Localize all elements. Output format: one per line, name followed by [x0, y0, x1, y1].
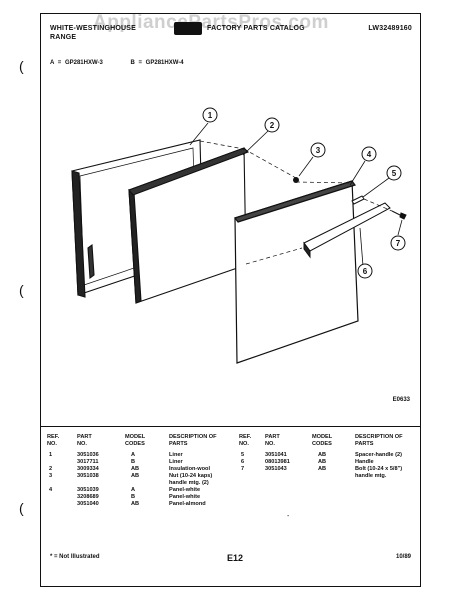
- cell-part: 3051036: [77, 452, 99, 458]
- callout-label-4: 4: [367, 150, 372, 159]
- part-2-insulation: [128, 147, 249, 304]
- cell-part: 3208689: [77, 494, 99, 500]
- cell-code: AB: [318, 452, 327, 458]
- cell-ref: 2: [49, 466, 53, 472]
- table-divider: [41, 426, 420, 427]
- cell-desc: Liner: [169, 452, 183, 458]
- callout-label-3: 3: [316, 146, 321, 155]
- cell-desc: handle mtg.: [355, 473, 387, 479]
- cell-code: B: [131, 459, 136, 465]
- brand-logo-icon: [174, 22, 202, 35]
- callout-circle-5: [386, 165, 402, 181]
- cell-desc: Bolt (10-24 x 5/8"): [355, 466, 403, 472]
- header-model: MODEL CODES: [125, 434, 146, 447]
- header-part: PART NO.: [77, 434, 92, 447]
- catalog-title: FACTORY PARTS CATALOG: [207, 25, 305, 32]
- callout-circle-2: [264, 117, 280, 133]
- cell-code: A: [131, 487, 136, 493]
- dashed-guides: [199, 140, 393, 265]
- callout-label-7: 7: [396, 239, 401, 248]
- watermark: AppliancePartsPros.com: [93, 12, 329, 33]
- cell-ref: 6: [241, 459, 245, 465]
- cell-code: AB: [318, 466, 327, 472]
- footer-date: 10/89: [395, 554, 411, 560]
- callout-label-6: 6: [363, 267, 368, 276]
- model-legend: A = GP281HXW-3 B = GP281HXW-4: [50, 60, 208, 66]
- exploded-door-diagram: 1 2 3 4 5 6 7: [71, 107, 407, 364]
- callout-circle-3: [310, 142, 326, 158]
- model-b: B = GP281HXW-4: [130, 60, 184, 66]
- part-6-handle: [303, 202, 391, 259]
- header-part: PART NO.: [265, 434, 280, 447]
- header-desc: DESCRIPTION OF PARTS: [355, 434, 403, 447]
- callout-layer: 1 2 3 4 5 6 7: [202, 107, 406, 279]
- callout-circle-7: [390, 235, 406, 251]
- callout-label-5: 5: [392, 169, 397, 178]
- part-3-nut: [293, 177, 299, 183]
- cell-ref: 7: [241, 466, 245, 472]
- callout-label-1: 1: [208, 111, 213, 120]
- cell-desc: Spacer-handle (2): [355, 452, 402, 458]
- cell-desc: Insulation-wool: [169, 466, 211, 472]
- cell-part: 3051043: [265, 466, 287, 472]
- cell-part: 3051038: [77, 473, 99, 479]
- cell-desc: Handle: [355, 459, 374, 465]
- table-tick-mark: -: [287, 513, 290, 520]
- header-desc: DESCRIPTION OF PARTS: [169, 434, 217, 447]
- callout-label-2: 2: [270, 121, 275, 130]
- binder-hole-middle: (: [19, 282, 24, 298]
- cell-code: A: [131, 452, 136, 458]
- header-model: MODEL CODES: [312, 434, 333, 447]
- cell-ref: 5: [241, 452, 245, 458]
- cell-part: 3009334: [77, 466, 99, 472]
- footer-note: * = Not Illustrated: [50, 554, 100, 560]
- callout-circle-6: [357, 263, 373, 279]
- cell-desc: Nut (10-24 kaps): [169, 473, 213, 479]
- cell-desc: Panel-almond: [169, 501, 206, 507]
- cell-ref: 4: [49, 487, 53, 493]
- figure-code: E0633: [392, 397, 410, 403]
- callout-circle-1: [202, 107, 218, 123]
- catalog-code: LW32489160: [368, 25, 412, 32]
- header-ref: REF. NO.: [239, 434, 252, 447]
- parts-sheet: AppliancePartsPros.com WHITE-WESTINGHOUS…: [40, 12, 421, 587]
- cell-part: 3051041: [265, 452, 287, 458]
- cell-code: B: [131, 494, 136, 500]
- part-5-spacer: [351, 195, 365, 205]
- cell-desc: Panel-white: [169, 487, 201, 493]
- cell-part: 3051040: [77, 501, 99, 507]
- model-a: A = GP281HXW-3: [50, 60, 103, 66]
- callout-circle-4: [361, 146, 377, 162]
- cell-part: 3051039: [77, 487, 99, 493]
- cell-part: 08013981: [265, 459, 290, 465]
- brand-header: WHITE-WESTINGHOUSE RANGE: [50, 24, 136, 42]
- cell-part: 3017711: [77, 459, 99, 465]
- cell-code: AB: [318, 459, 327, 465]
- part-4-panel: [234, 180, 359, 364]
- cell-desc: Liner: [169, 459, 183, 465]
- cell-desc: Panel-white: [169, 494, 201, 500]
- cell-ref: 1: [49, 452, 53, 458]
- header-ref: REF. NO.: [47, 434, 60, 447]
- cell-desc: handle mtg. (2): [169, 480, 209, 486]
- part-7-bolt: [391, 210, 407, 220]
- brand-line-1: WHITE-WESTINGHOUSE: [50, 25, 137, 32]
- brand-line-2: RANGE: [50, 34, 77, 41]
- binder-hole-bottom: (: [19, 500, 24, 516]
- page-number: E12: [227, 553, 244, 563]
- cell-code: AB: [131, 473, 140, 479]
- cell-code: AB: [131, 466, 140, 472]
- cell-ref: 3: [49, 473, 53, 479]
- cell-code: AB: [131, 501, 140, 507]
- binder-hole-top: (: [19, 58, 24, 74]
